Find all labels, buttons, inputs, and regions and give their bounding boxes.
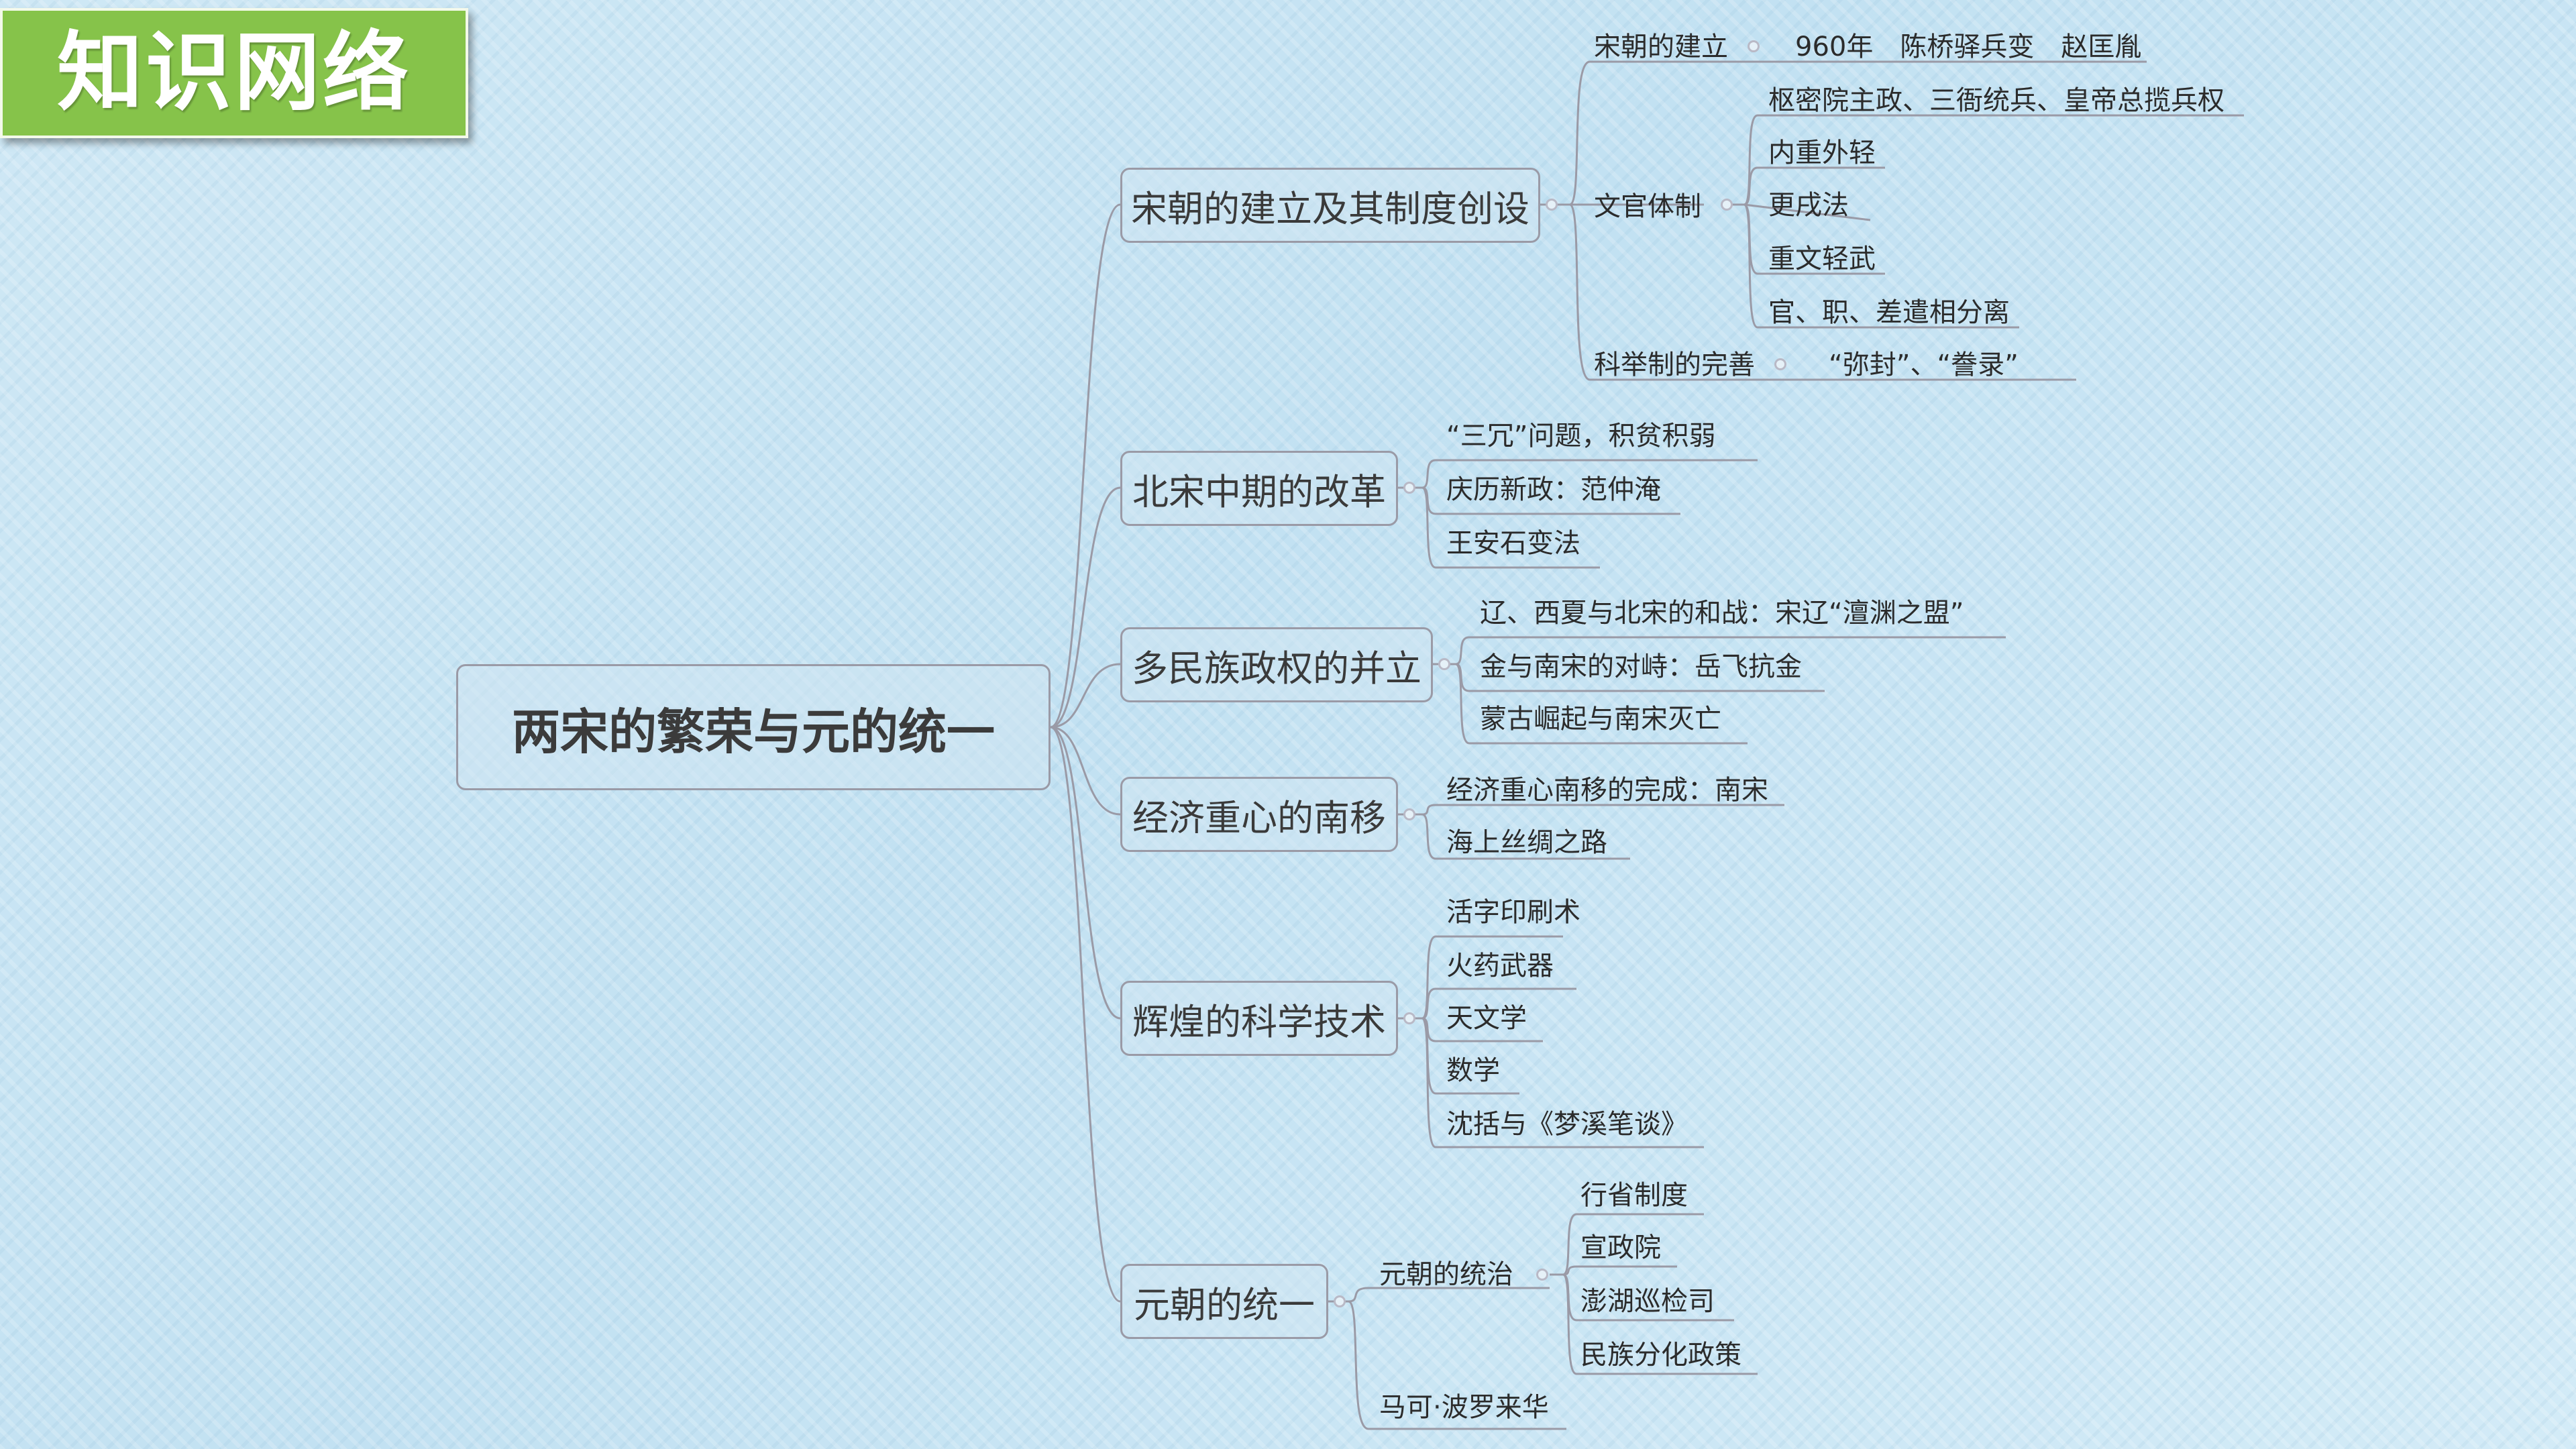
collapse-icon[interactable] [1774,358,1786,370]
collapse-icon[interactable] [1403,1012,1415,1024]
node-civil-item: 枢密院主政、三衙统兵、皇帝总揽兵权 [1768,85,2224,116]
header-title: 知识网络 [56,23,411,123]
node-ethnic-item: 蒙古崛起与南宋灭亡 [1480,704,1721,735]
branch-label: 经济重心的南移 [1132,796,1386,839]
mindmap-root: 两宋的繁荣与元的统一 [456,664,1051,790]
node-yuan-rule: 元朝的统治 [1379,1259,1513,1290]
branch-label: 北宋中期的改革 [1132,470,1386,513]
node-science-item: 数学 [1446,1055,1500,1086]
branch-northern-reform: 北宋中期的改革 [1120,451,1398,526]
link-root-science [1050,726,1121,1020]
branch-song-founding: 宋朝的建立及其制度创设 [1120,168,1540,243]
node-song-founding-event: 宋朝的建立 [1594,32,1728,62]
node-reform-item: 庆历新政：范仲淹 [1446,474,1661,505]
collapse-icon[interactable] [1334,1295,1346,1307]
node-civil-item: 官、职、差遣相分离 [1768,297,2010,328]
header-banner: 知识网络 [0,8,468,138]
node-civil-item: 重文轻武 [1768,244,1876,274]
link-root-ethnic [1050,663,1121,729]
branch-label: 辉煌的科学技术 [1132,1000,1386,1043]
collapse-icon[interactable] [1438,658,1450,670]
node-economy-item: 经济重心南移的完成：南宋 [1446,775,1768,806]
node-civil-system: 文官体制 [1594,191,1701,222]
node-economy-item: 海上丝绸之路 [1446,827,1607,858]
branch-multi-ethnic: 多民族政权的并立 [1120,627,1433,702]
link-root-song [1050,203,1121,729]
node-civil-item: 更戌法 [1768,190,1849,221]
node-ethnic-item: 辽、西夏与北宋的和战：宋辽“澶渊之盟” [1480,598,1964,629]
link-root-economy [1050,726,1121,816]
node-science-item: 火药武器 [1446,951,1554,981]
collapse-icon[interactable] [1536,1269,1548,1281]
branch-label: 元朝的统一 [1134,1283,1315,1326]
node-science-item: 天文学 [1446,1003,1527,1034]
node-yuan-rule-item: 民族分化政策 [1580,1340,1741,1371]
root-label: 两宋的繁荣与元的统一 [511,703,995,760]
collapse-icon[interactable] [1403,482,1415,494]
branch-economy: 经济重心的南移 [1120,777,1398,852]
branch-label: 宋朝的建立及其制度创设 [1131,187,1529,230]
branch-yuan: 元朝的统一 [1120,1264,1328,1339]
node-science-item: 活字印刷术 [1446,897,1580,928]
collapse-icon[interactable] [1403,808,1415,820]
node-reform-item: “三冗”问题，积贫积弱 [1446,421,1716,451]
node-marco-polo: 马可·波罗来华 [1379,1392,1549,1423]
node-yuan-rule-item: 行省制度 [1580,1180,1688,1211]
branch-science: 辉煌的科学技术 [1120,981,1398,1056]
node-exam-detail: “弥封”、“誊录” [1829,350,2019,380]
node-exam-system: 科举制的完善 [1594,350,1755,380]
node-yuan-rule-item: 宣政院 [1580,1232,1661,1263]
link-root-reform [1050,486,1121,729]
link-root-yuan [1050,726,1121,1303]
node-reform-item: 王安石变法 [1446,528,1580,559]
node-ethnic-item: 金与南宋的对峙：岳飞抗金 [1480,651,1802,682]
branch-label: 多民族政权的并立 [1132,647,1421,690]
node-yuan-rule-item: 澎湖巡检司 [1580,1286,1715,1317]
node-song-founding-detail: 960年 陈桥驿兵变 赵匡胤 [1795,32,2142,62]
collapse-icon[interactable] [1546,199,1558,211]
collapse-icon[interactable] [1721,199,1733,211]
collapse-icon[interactable] [1748,40,1760,52]
node-science-item: 沈括与《梦溪笔谈》 [1446,1109,1688,1140]
node-civil-item: 内重外轻 [1768,138,1876,168]
